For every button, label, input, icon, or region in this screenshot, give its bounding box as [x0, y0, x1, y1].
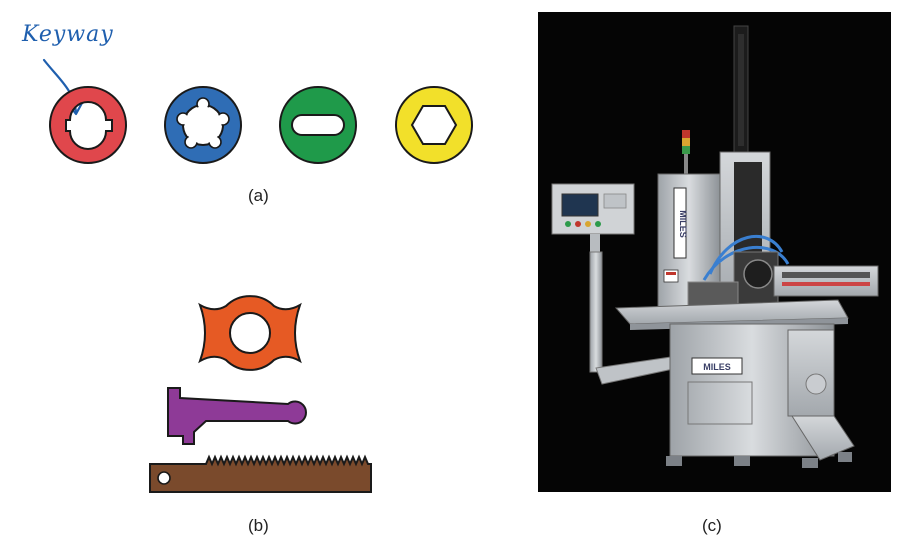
gear-rack-brown [149, 454, 372, 493]
hex-washer-yellow [395, 86, 473, 164]
tower-brand-label: MILES [678, 210, 688, 238]
caption-c: (c) [702, 516, 722, 535]
machine-illustration: MILES MILES [551, 25, 879, 468]
base-brand-label: MILES [703, 362, 731, 372]
keyed-washer-red [48, 86, 128, 164]
lever-part-purple [167, 387, 307, 445]
splined-washer-blue [164, 86, 242, 164]
caption-b: (b) [248, 516, 269, 535]
caption-a: (a) [248, 186, 269, 205]
slotted-washer-green [279, 86, 357, 164]
cam-part-orange [198, 295, 302, 371]
keyway-annotation: Keyway [22, 22, 114, 47]
machine-photo: MILES MILES [538, 12, 891, 492]
part-drawings [42, 58, 473, 493]
